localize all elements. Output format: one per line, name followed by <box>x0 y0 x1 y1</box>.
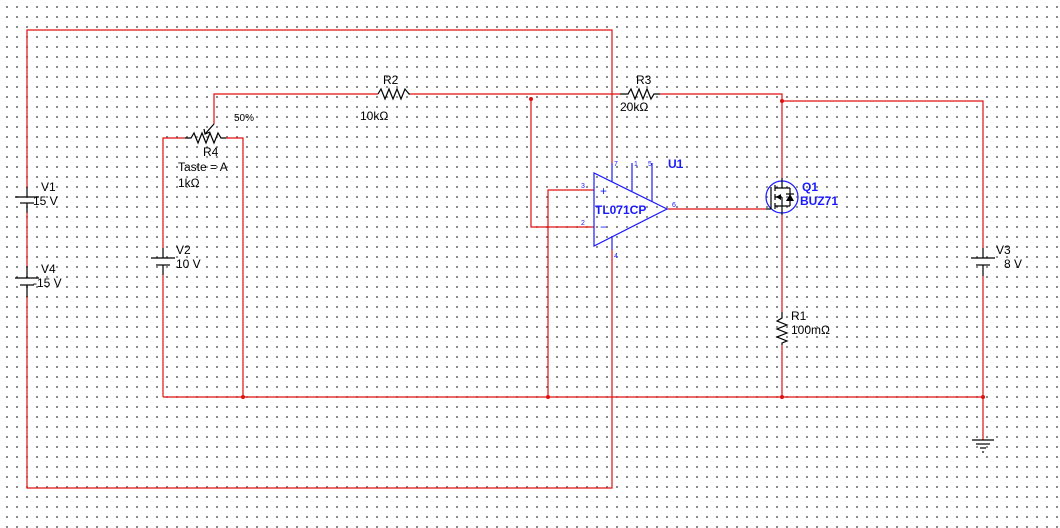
r4-key-label: Taste = A <box>178 160 228 174</box>
junction-dot <box>780 99 784 103</box>
u1-pin1-label: 1 <box>634 161 638 168</box>
wire-inverting-input <box>530 99 594 228</box>
r4-percent-label: 50% <box>234 113 254 124</box>
r3-ref-label: R3 <box>636 73 652 87</box>
u1-part-label: TL071CP <box>595 203 646 217</box>
junction-dot <box>546 395 550 399</box>
v3-value-label: 8 V <box>1004 257 1022 271</box>
q1-ref-label: Q1 <box>802 180 818 194</box>
junctions <box>241 97 985 399</box>
u1-pin4-label: 4 <box>614 253 618 260</box>
r1-ref-label: R1 <box>791 309 807 323</box>
battery-v2[interactable]: V2 10 V <box>151 243 201 275</box>
v2-ref-label: V2 <box>176 243 191 257</box>
resistor-r2[interactable]: R2 10kΩ <box>360 73 410 123</box>
wire-r4-left <box>162 137 185 248</box>
v2-value-label: 10 V <box>176 257 201 271</box>
wire-bottom-supply <box>26 250 613 489</box>
potentiometer-r4[interactable]: 50% R4 Taste = A 1kΩ <box>178 113 254 190</box>
wire-r4-right <box>226 137 244 397</box>
junction-dot <box>780 395 784 399</box>
wire-r3-drain <box>660 93 783 178</box>
r3-value-label: 20kΩ <box>620 100 648 114</box>
r2-ref-label: R2 <box>383 73 399 87</box>
v4-value-label: -15 V <box>33 276 62 290</box>
resistor-r3[interactable]: R3 20kΩ <box>620 73 660 114</box>
junction-dot <box>241 395 245 399</box>
r4-value-label: 1kΩ <box>178 176 200 190</box>
u1-pin6-label: 6 <box>672 202 676 209</box>
u1-pin7-label: 7 <box>614 161 618 168</box>
u1-minus-sign: − <box>600 220 607 234</box>
wire-noninv-input <box>547 189 594 397</box>
u1-pin2-label: 2 <box>581 220 585 227</box>
wires <box>26 29 984 489</box>
ground-symbol <box>972 439 994 453</box>
mosfet-q1[interactable]: Q1 BUZ71 <box>765 178 838 215</box>
q1-arrow <box>776 194 781 200</box>
opamp-u1[interactable]: 7 1 5 3 2 6 4 + − TL071CP U1 <box>581 157 684 260</box>
battery-v4[interactable]: V4 -15 V <box>15 262 62 297</box>
v1-ref-label: V1 <box>41 180 56 194</box>
r4-ref-label: R4 <box>203 145 219 159</box>
q1-part-label: BUZ71 <box>800 194 838 208</box>
u1-ref-label: U1 <box>668 157 684 171</box>
v4-ref-label: V4 <box>41 262 56 276</box>
v3-ref-label: V3 <box>996 243 1011 257</box>
wire-r4-wiper <box>213 93 378 124</box>
q1-diode <box>786 194 794 201</box>
battery-v1[interactable]: V1 15 V <box>15 180 58 213</box>
resistor-r1[interactable]: R1 100mΩ <box>775 309 830 345</box>
wire-top-supply <box>26 29 613 187</box>
junction-dot <box>981 395 985 399</box>
v1-value-label: 15 V <box>33 194 58 208</box>
wire-drain-v3 <box>782 100 984 248</box>
battery-v3[interactable]: V3 8 V <box>971 243 1022 276</box>
junction-dot <box>529 97 533 101</box>
u1-pin3-label: 3 <box>581 183 585 190</box>
r1-value-label: 100mΩ <box>791 323 830 337</box>
u1-pin5-label: 5 <box>648 161 652 168</box>
r2-value-label: 10kΩ <box>360 109 388 123</box>
u1-plus-sign: + <box>600 184 607 198</box>
